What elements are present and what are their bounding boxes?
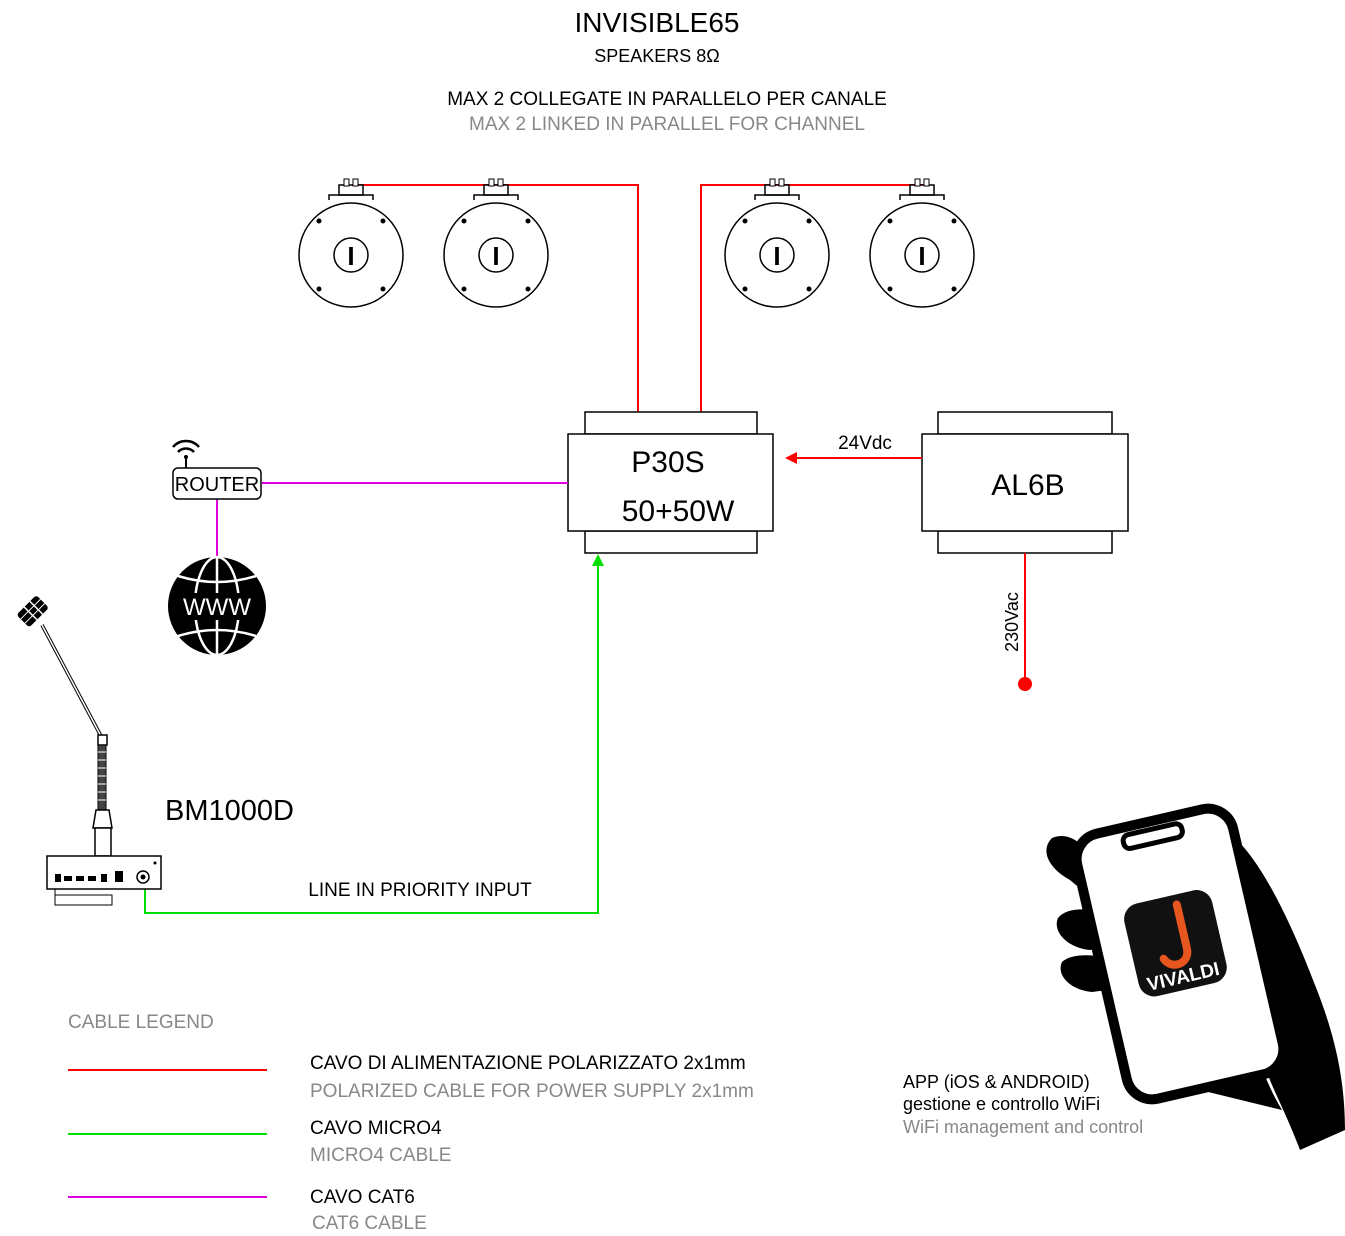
diagram-title: INVISIBLE65 xyxy=(575,7,740,38)
cable-legend: CABLE LEGEND CAVO DI ALIMENTAZIONE POLAR… xyxy=(68,1012,754,1234)
power-supply-name: AL6B xyxy=(991,469,1064,502)
al6b-power-supply: AL6B xyxy=(921,411,1129,554)
speaker-glyph: I xyxy=(347,241,354,271)
speaker-wiring xyxy=(352,184,925,412)
dc-voltage-label: 24Vdc xyxy=(838,433,892,454)
speaker-3: I xyxy=(724,178,830,308)
app-platforms: APP (iOS & ANDROID) xyxy=(903,1072,1090,1092)
speaker-4: I xyxy=(869,178,975,308)
app-desc-en: WiFi management and control xyxy=(903,1117,1143,1137)
legend-label-en: CAT6 CABLE xyxy=(312,1213,427,1234)
line-in-label: LINE IN PRIORITY INPUT xyxy=(308,880,532,901)
www-label: WWW xyxy=(183,594,251,621)
speaker-glyph: I xyxy=(918,241,925,271)
legend-label-en: POLARIZED CABLE FOR POWER SUPPLY 2x1mm xyxy=(310,1081,754,1102)
mic-capsule xyxy=(17,596,48,627)
speaker-2: I xyxy=(443,178,549,308)
legend-label-it: CAVO CAT6 xyxy=(310,1187,415,1208)
amplifier-name: P30S xyxy=(631,446,704,479)
speaker-spec: SPEAKERS 8Ω xyxy=(594,46,720,66)
speaker-glyph: I xyxy=(773,241,780,271)
speaker-1: I xyxy=(298,178,404,308)
parallel-note-it: MAX 2 COLLEGATE IN PARALLELO PER CANALE xyxy=(447,89,887,110)
app-desc-it: gestione e controllo WiFi xyxy=(903,1094,1100,1114)
smartphone-app-illustration: VIVALDI APP (iOS & ANDROID) gestione e c… xyxy=(903,803,1345,1150)
router: ROUTER xyxy=(172,439,262,500)
vivaldi-app-logo: VIVALDI xyxy=(1124,890,1227,997)
amplifier-power: 50+50W xyxy=(622,495,735,528)
legend-label-it: CAVO DI ALIMENTAZIONE POLARIZZATO 2x1mm xyxy=(310,1053,746,1074)
router-label: ROUTER xyxy=(175,474,259,496)
mains-input: 230Vac xyxy=(1002,553,1032,691)
parallel-note-en: MAX 2 LINKED IN PARALLEL FOR CHANNEL xyxy=(469,114,865,135)
legend-label-en: MICRO4 CABLE xyxy=(310,1145,451,1166)
dc-power-link: 24Vdc xyxy=(785,433,922,464)
ac-voltage-label: 230Vac xyxy=(1002,592,1022,652)
cat6-wiring xyxy=(216,482,568,560)
micro4-wiring: LINE IN PRIORITY INPUT xyxy=(144,554,604,914)
speaker-glyph: I xyxy=(492,241,499,271)
bm1000d-microphone: BM1000D xyxy=(17,596,294,906)
p30s-amplifier: P30S 50+50W xyxy=(567,411,774,554)
wifi-icon xyxy=(172,439,200,468)
legend-title: CABLE LEGEND xyxy=(68,1012,214,1033)
legend-label-it: CAVO MICRO4 xyxy=(310,1118,442,1139)
globe-icon: WWW xyxy=(168,555,266,657)
microphone-name: BM1000D xyxy=(165,795,294,827)
